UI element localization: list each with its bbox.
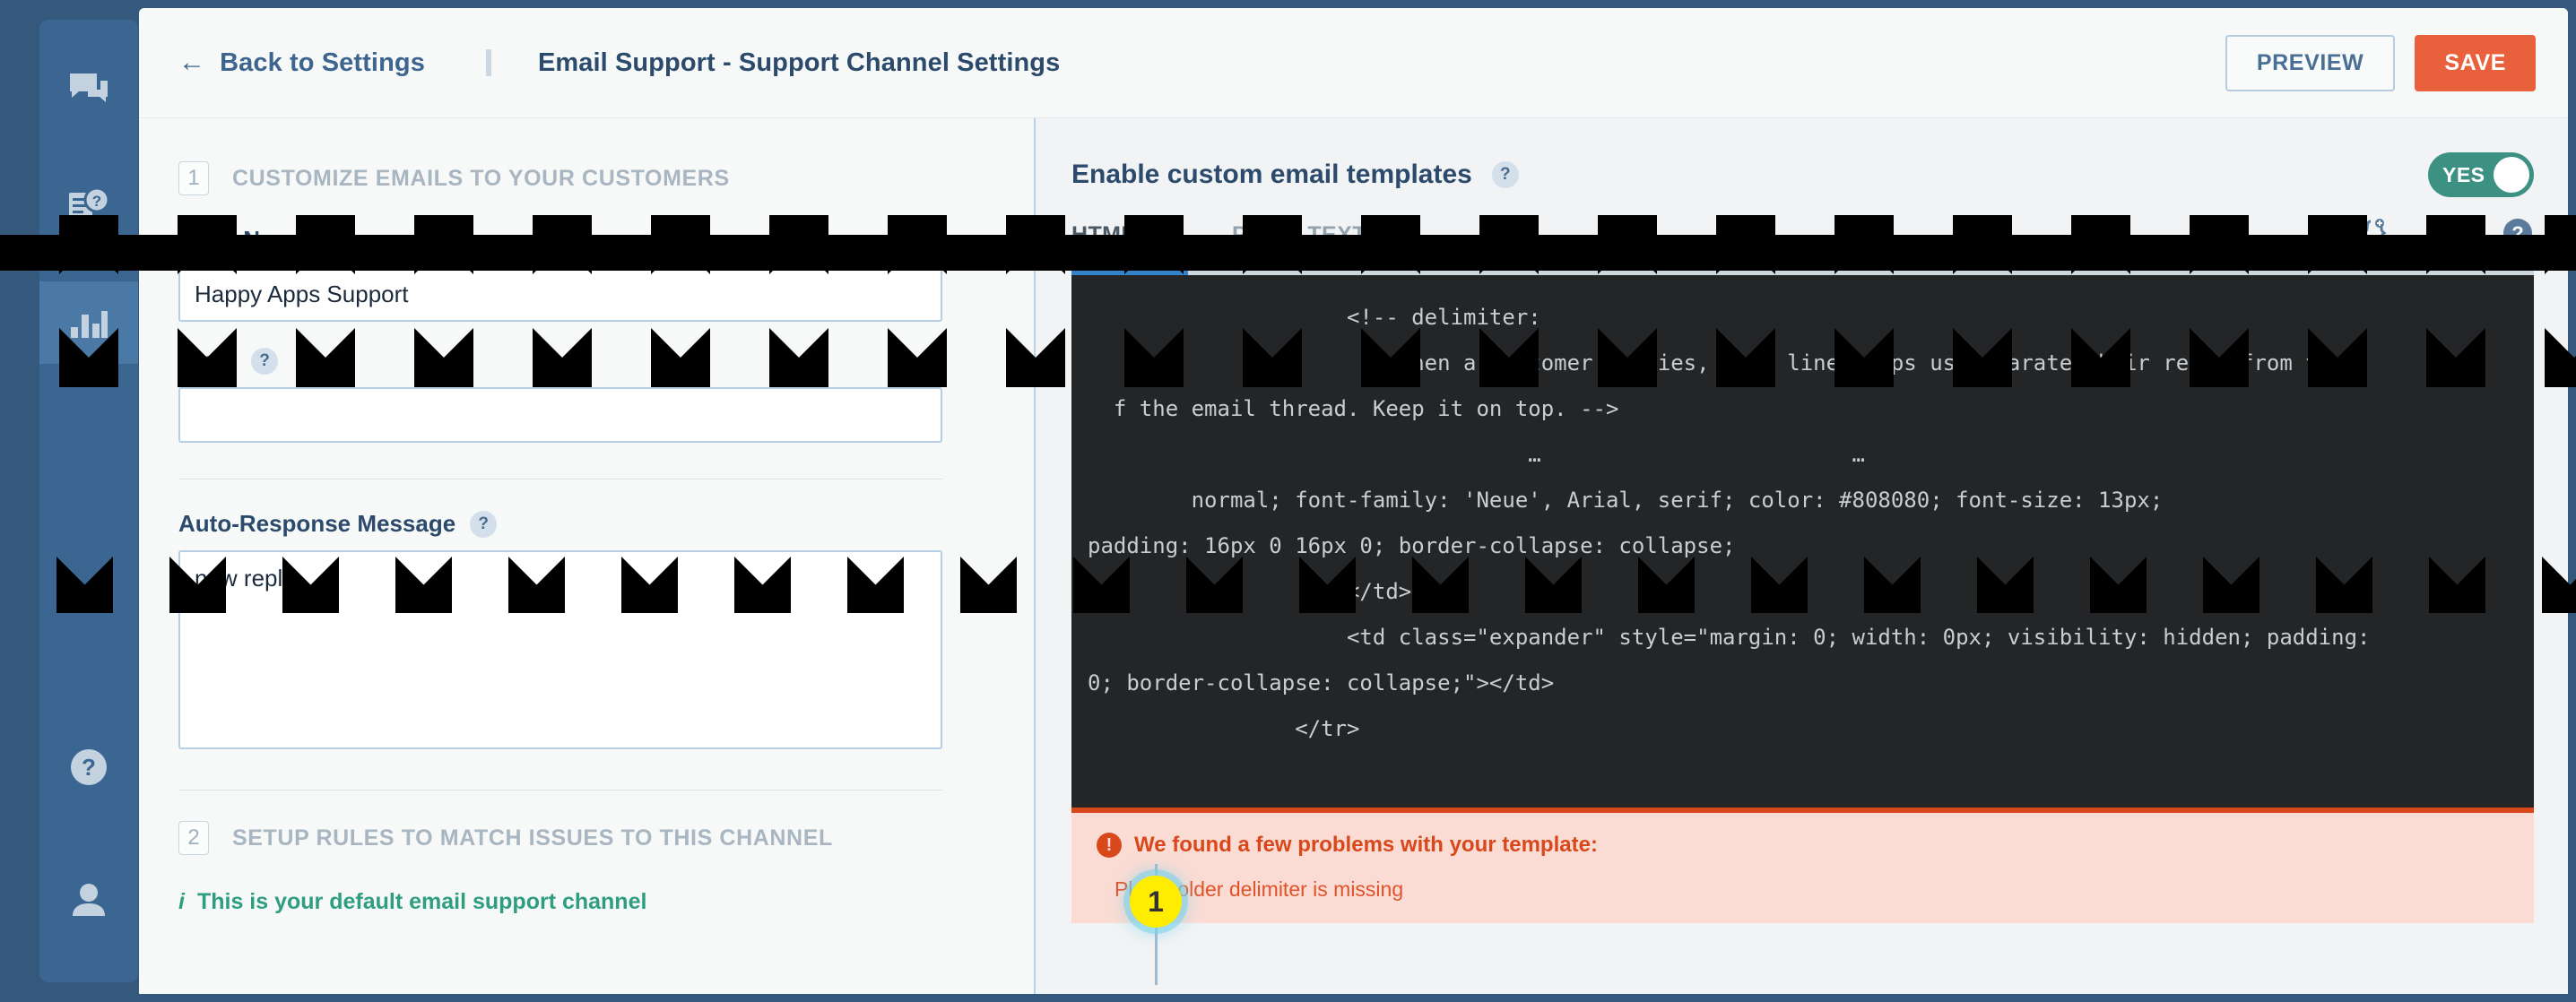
header-actions: PREVIEW SAVE <box>2225 34 2536 91</box>
svg-text:?: ? <box>92 193 101 210</box>
svg-text:?: ? <box>2511 222 2523 245</box>
html-code-editor[interactable]: <!-- delimiter: When a customer replies,… <box>1071 275 2534 808</box>
chat-icon <box>68 72 109 108</box>
sidebar-item-analytics[interactable] <box>39 281 138 364</box>
from-address-field: From ? <box>178 347 1034 443</box>
knowledge-base-icon: ? <box>67 187 110 225</box>
help-icon[interactable]: ? <box>470 510 498 538</box>
from-address-label-row: From ? <box>178 347 1034 375</box>
gear-icon[interactable] <box>2430 217 2462 254</box>
toggle-knob <box>2494 157 2529 193</box>
save-button[interactable]: SAVE <box>2415 34 2536 91</box>
code-line: <!-- delimiter: <box>1088 305 1541 330</box>
template-editor-panel: Enable custom email templates ? YES HTML… <box>1036 118 2568 994</box>
auto-response-label: Auto-Response Message <box>178 510 456 537</box>
error-icon: ! <box>1097 833 1122 858</box>
error-badge-icon: ! <box>1148 222 1174 248</box>
default-channel-note: i This is your default email support cha… <box>178 889 1034 915</box>
code-line: When a customer replies, this line helps… <box>1088 350 2345 376</box>
sidebar-item-help[interactable]: ? <box>39 726 138 808</box>
code-line: f the email thread. Keep it on top. --> <box>1088 396 1619 421</box>
section-1-number: 1 <box>178 161 209 195</box>
help-icon[interactable]: ? <box>1491 161 1519 188</box>
help-icon: ? <box>70 748 108 786</box>
template-error-title: We found a few problems with your templa… <box>1134 833 1598 857</box>
sidebar-item-knowledge-base[interactable]: ? <box>39 165 138 247</box>
main-card: ← Back to Settings Email Support - Suppo… <box>139 8 2568 994</box>
tab-plain-text-label: PLAIN TEXT <box>1232 222 1366 247</box>
template-panel-title: Enable custom email templates <box>1071 160 1472 189</box>
code-editor-wrap: <!-- delimiter: When a customer replies,… <box>1071 270 2534 808</box>
help-icon[interactable]: ? <box>251 347 278 375</box>
enable-templates-toggle[interactable]: YES <box>2428 152 2534 197</box>
account-icon <box>69 882 108 918</box>
code-line: 0; border-collapse: collapse;"></td> <box>1088 670 1555 695</box>
template-error-banner: ! We found a few problems with your temp… <box>1071 808 2534 923</box>
analytics-icon <box>69 307 108 338</box>
body-split: 1 CUSTOMIZE EMAILS TO YOUR CUSTOMERS Fro… <box>139 117 2568 994</box>
tab-html-label: HTML <box>1071 222 1136 247</box>
editor-tabs: HTML ! PLAIN TEXT ? <box>1071 217 2534 266</box>
from-name-label-row: From Name ? <box>178 226 1034 254</box>
toggle-label: YES <box>2442 162 2485 186</box>
template-error-header: ! We found a few problems with your temp… <box>1097 833 2509 858</box>
code-line: normal; font-family: 'Neue', Arial, seri… <box>1088 488 2164 513</box>
header-divider <box>485 49 491 76</box>
back-to-settings-label: Back to Settings <box>220 48 425 77</box>
template-error-item: Placeholder delimiter is missing <box>1115 877 1404 901</box>
code-line: <td class="expander" style="margin: 0; w… <box>1088 625 2371 650</box>
back-to-settings-button[interactable]: ← Back to Settings <box>178 48 425 78</box>
code-line: </td> <box>1088 579 1412 604</box>
sidebar-top-group: ? <box>39 20 138 364</box>
auto-response-textarea[interactable] <box>178 550 942 749</box>
section-2-title: SETUP RULES TO MATCH ISSUES TO THIS CHAN… <box>232 825 833 851</box>
section-2-number: 2 <box>178 821 209 855</box>
help-icon[interactable]: ? <box>321 226 349 254</box>
from-address-label: From <box>178 347 237 374</box>
preview-button[interactable]: PREVIEW <box>2225 34 2396 91</box>
template-title-row: Enable custom email templates ? YES <box>1071 152 2534 197</box>
from-name-input[interactable] <box>178 266 942 322</box>
svg-text:?: ? <box>82 754 96 781</box>
settings-form-panel: 1 CUSTOMIZE EMAILS TO YOUR CUSTOMERS Fro… <box>139 118 1036 994</box>
section-1-title: CUSTOMIZE EMAILS TO YOUR CUSTOMERS <box>232 165 730 191</box>
auto-response-label-row: Auto-Response Message ? <box>178 510 1034 538</box>
auto-response-field: Auto-Response Message ? <box>178 510 1034 754</box>
tab-plain-text[interactable]: PLAIN TEXT <box>1232 222 1366 261</box>
page-title: Email Support - Support Channel Settings <box>537 48 1061 77</box>
editor-tool-icons: ? <box>2358 217 2534 266</box>
from-name-label: From Name <box>178 226 308 253</box>
code-line: padding: 16px 0 16px 0; border-collapse:… <box>1088 533 1736 558</box>
info-icon: i <box>178 889 185 914</box>
sidebar: ? ? <box>39 20 138 982</box>
code-line: … … <box>1088 442 1865 467</box>
section-2-header: 2 SETUP RULES TO MATCH ISSUES TO THIS CH… <box>178 821 1034 855</box>
sidebar-item-account[interactable] <box>39 859 138 941</box>
page-header: ← Back to Settings Email Support - Suppo… <box>139 8 2568 117</box>
insert-placeholder-icon[interactable] <box>2358 217 2390 254</box>
sidebar-item-conversations[interactable] <box>39 48 138 131</box>
default-channel-note-label: This is your default email support chann… <box>196 889 647 914</box>
sidebar-bottom-group: ? <box>39 726 138 941</box>
annotation-marker-1: 1 <box>1130 876 1182 928</box>
help-icon[interactable]: ? <box>2502 217 2534 254</box>
from-address-input[interactable] <box>178 387 942 443</box>
arrow-left-icon: ← <box>178 48 206 77</box>
from-name-field: From Name ? <box>178 226 1034 322</box>
code-line: </tr> <box>1088 716 1360 741</box>
section-1-header: 1 CUSTOMIZE EMAILS TO YOUR CUSTOMERS <box>178 161 1034 195</box>
tab-html[interactable]: HTML ! <box>1071 222 1174 261</box>
